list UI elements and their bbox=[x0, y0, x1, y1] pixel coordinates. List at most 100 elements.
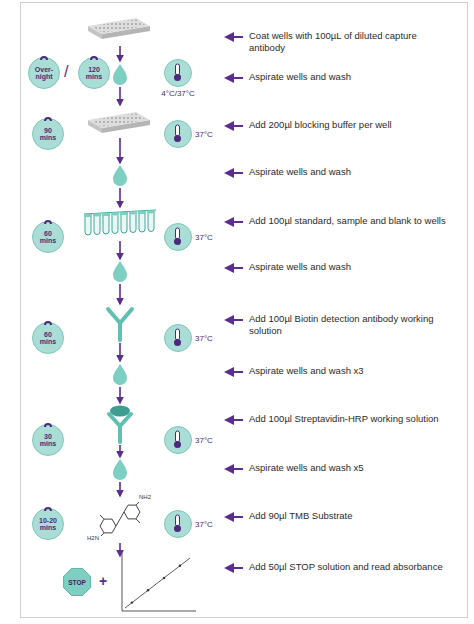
thermometer-badge bbox=[164, 510, 192, 538]
clock-arc bbox=[44, 321, 52, 325]
step-text: Aspirate wells and wash bbox=[249, 166, 447, 178]
thermometer-icon bbox=[165, 427, 190, 452]
clock-icon bbox=[43, 219, 53, 225]
node-text: 60 mins bbox=[36, 230, 60, 245]
step-pointer bbox=[226, 77, 243, 79]
node-text: 90 mins bbox=[36, 127, 60, 142]
label-text: Add 200µl blocking buffer per well bbox=[249, 119, 392, 130]
flow-arrow bbox=[119, 343, 121, 361]
step-pointer bbox=[226, 419, 243, 421]
thermometer-bulb bbox=[174, 525, 181, 532]
flow-arrow bbox=[119, 482, 121, 496]
octagon-outline bbox=[64, 569, 91, 596]
sample-tube bbox=[138, 211, 146, 232]
temperature-circle: 37°C bbox=[164, 223, 213, 251]
thermometer-bulb bbox=[174, 441, 181, 448]
thermometer-badge bbox=[164, 426, 192, 454]
label-text: Add 100µl standard, sample and blank to … bbox=[249, 215, 446, 226]
stop-octagon: STOP bbox=[63, 568, 91, 596]
clock-arc bbox=[90, 56, 98, 60]
clock-arc bbox=[44, 507, 52, 511]
wash-droplet bbox=[113, 364, 127, 385]
step-pointers bbox=[226, 37, 243, 568]
clock-arc bbox=[44, 220, 52, 224]
thermometer-stem bbox=[176, 64, 180, 75]
thermometer-icon bbox=[165, 224, 190, 249]
step-text: Aspirate wells and wash x5 bbox=[249, 462, 447, 474]
data-point bbox=[163, 577, 165, 579]
step-text: Add 200µl blocking buffer per well bbox=[249, 119, 447, 131]
standard-curve bbox=[125, 558, 190, 608]
flow-arrow bbox=[119, 46, 121, 61]
thermometer-icon bbox=[165, 511, 190, 536]
clock-icon bbox=[89, 55, 99, 61]
flow-arrow bbox=[119, 188, 121, 207]
node-text: 37°C bbox=[195, 520, 213, 529]
methyl-bond bbox=[136, 519, 140, 523]
step-pointer bbox=[226, 567, 243, 569]
benzene-ring bbox=[100, 519, 116, 533]
step-pointer bbox=[226, 516, 243, 518]
label-text: Aspirate wells and wash bbox=[249, 166, 351, 177]
clock-arc bbox=[40, 56, 48, 60]
label-text: Add 50µl STOP solution and read absorban… bbox=[249, 561, 443, 572]
sample-tube bbox=[120, 212, 128, 233]
wash-droplet bbox=[113, 261, 127, 282]
annotation-label: NH2 bbox=[139, 494, 151, 502]
data-point bbox=[131, 601, 133, 603]
time-circle: 120 mins bbox=[78, 57, 110, 89]
time-circle: 90 mins bbox=[32, 118, 64, 150]
thermometer-badge bbox=[164, 223, 192, 251]
thermometer-bulb bbox=[174, 339, 181, 346]
annotation-label: + bbox=[99, 573, 107, 591]
step-pointer bbox=[226, 172, 243, 174]
label-text: Coat wells with 100µL of diluted capture… bbox=[249, 30, 417, 53]
label-text: NH2 bbox=[139, 494, 151, 500]
thermometer-badge bbox=[164, 120, 192, 148]
temperature-circle: 37°C bbox=[164, 426, 213, 454]
label-text: Add 90µl TMB Substrate bbox=[249, 510, 353, 521]
flow-arrow bbox=[119, 543, 121, 556]
sample-tube bbox=[102, 213, 110, 234]
node-text: 37°C bbox=[195, 130, 213, 139]
time-circle: 60 mins bbox=[32, 221, 64, 253]
time-circle: 30 mins bbox=[32, 424, 64, 456]
time-circle: 60 mins bbox=[32, 322, 64, 354]
sample-tube bbox=[93, 214, 101, 235]
step-pointer bbox=[226, 468, 243, 470]
step-pointer bbox=[226, 267, 243, 269]
graph-axes bbox=[122, 552, 196, 611]
benzene-ring bbox=[124, 505, 140, 519]
well-plate bbox=[88, 112, 150, 133]
antibody-symbol bbox=[108, 309, 132, 340]
node-text: 37°C bbox=[195, 334, 213, 343]
thermometer-icon bbox=[165, 121, 190, 146]
clock-icon bbox=[43, 320, 53, 326]
bond bbox=[136, 502, 139, 505]
annotation-label: / bbox=[64, 62, 68, 82]
tmb-molecule bbox=[100, 502, 140, 536]
thermometer-stem bbox=[176, 515, 180, 526]
temperature-circle: 4°C/37°C bbox=[161, 59, 195, 98]
label-text: Aspirate wells and wash x3 bbox=[249, 365, 364, 376]
label-text: H2N bbox=[87, 535, 99, 541]
thermometer-icon bbox=[165, 60, 190, 85]
clock-arc bbox=[44, 117, 52, 121]
step-text: Coat wells with 100µL of diluted capture… bbox=[249, 30, 447, 54]
temperature-circle: 37°C bbox=[164, 324, 213, 352]
temperature-circle: 37°C bbox=[164, 120, 213, 148]
node-text: 60 mins bbox=[36, 331, 60, 346]
label-text: / bbox=[64, 63, 68, 80]
wash-droplet bbox=[113, 64, 127, 85]
sample-tube bbox=[147, 211, 155, 232]
step-pointer bbox=[226, 36, 243, 38]
sample-tube bbox=[84, 214, 92, 235]
clock-icon bbox=[43, 422, 53, 428]
flow-arrow bbox=[119, 445, 121, 457]
step-text: Add 50µl STOP solution and read absorban… bbox=[249, 561, 447, 573]
label-text: + bbox=[99, 573, 107, 589]
step-pointer bbox=[226, 221, 243, 223]
hrp-enzyme bbox=[110, 406, 130, 417]
